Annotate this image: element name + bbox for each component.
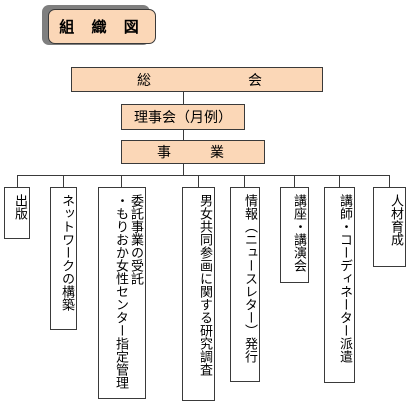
branch-publishing: 出版 (4, 187, 30, 239)
business-right: 業 (210, 145, 224, 161)
diagram-title: 組 織 図 (48, 9, 156, 44)
diagram-title-text: 組 織 図 (59, 18, 145, 36)
business-box: 事 業 (121, 140, 265, 164)
branch-commissioned-work: 委託事業の受託 ・もりおか女性センター指定管理 (98, 187, 146, 399)
branch-instructor-dispatch: 講師・コーディネーター派遣 (324, 187, 355, 383)
general-assembly-box: 総 会 (71, 67, 323, 92)
board-box: 理事会（月例） (121, 104, 245, 130)
branch-talent-development: 人材育成 (373, 187, 406, 267)
general-assembly-left: 総 (137, 72, 151, 89)
business-left: 事 (157, 145, 171, 161)
board-label: 理事会（月例） (134, 110, 232, 126)
branch-research: 男女共同参画に関する研究調査 (182, 187, 215, 401)
branch-newsletter: 情報（ニュースレター）発行 (230, 187, 260, 382)
general-assembly-right: 会 (248, 72, 262, 89)
branch-networking: ネットワークの構築 (50, 187, 77, 330)
branch-lectures: 講座・講演会 (280, 187, 309, 283)
